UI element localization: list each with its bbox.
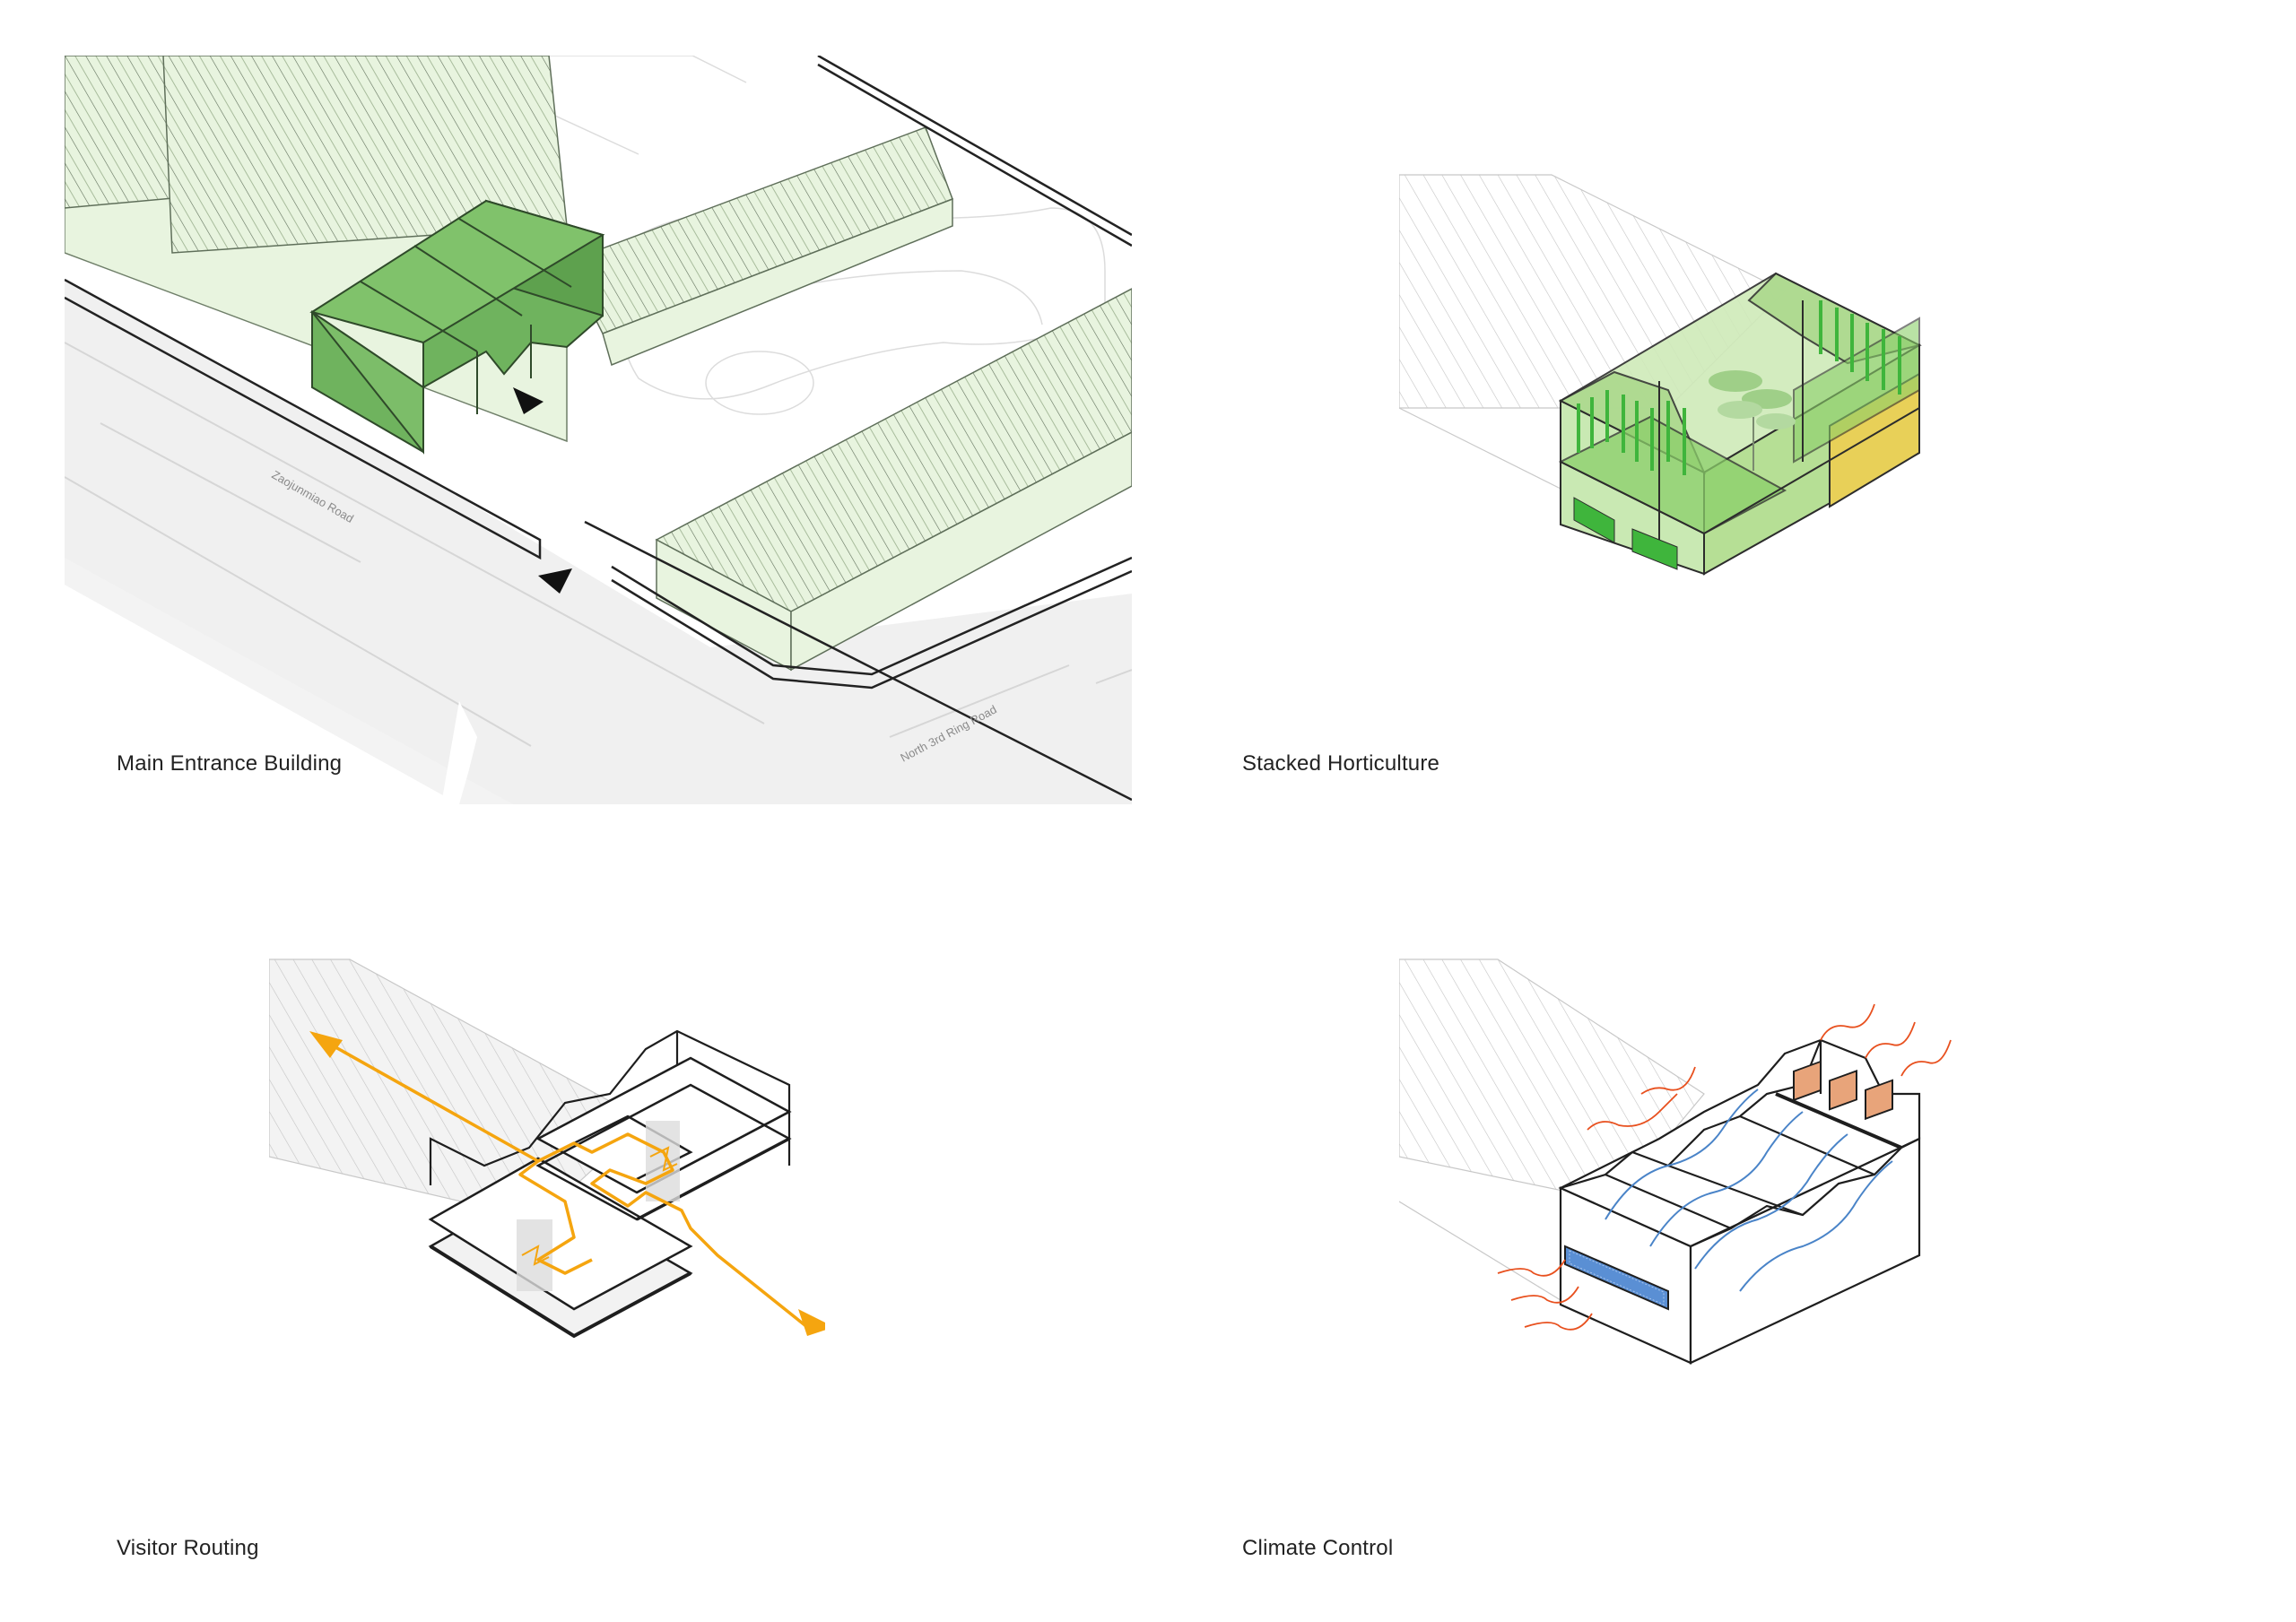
panel-stacked-horticulture <box>1399 166 1937 587</box>
panel-main-entrance: Zaojunmiao Road North 3rd Ring Road <box>65 56 1132 804</box>
entry-arrow-upper <box>513 387 544 414</box>
horticulture-diagram <box>1399 174 1922 576</box>
tree-icon <box>1709 370 1796 471</box>
panel-climate-control <box>1399 950 1955 1372</box>
heat-arrows <box>1497 1003 1952 1331</box>
site-walls <box>65 56 1132 802</box>
plant-rows <box>1577 300 1901 475</box>
climate-control-diagram <box>1399 958 1952 1365</box>
visitor-routing-diagram <box>269 958 825 1339</box>
visitor-building[interactable] <box>429 1029 791 1185</box>
planter-base-right <box>1631 528 1678 570</box>
entry-arrow-lower <box>538 568 572 594</box>
stair-core-right <box>646 1121 680 1201</box>
caption-main-entrance: Main Entrance Building <box>117 751 343 776</box>
exhaust-fan-icon <box>1793 1060 1893 1121</box>
caption-climate-control: Climate Control <box>1242 1536 1394 1560</box>
route-arrow-end <box>798 1309 825 1336</box>
planter-base-left <box>1573 497 1615 543</box>
cooling-pad <box>1564 1245 1669 1311</box>
road-lanes <box>65 342 1132 747</box>
site-plan-diagram: Zaojunmiao Road North 3rd Ring Road <box>65 56 1132 804</box>
main-entrance-building[interactable] <box>309 199 605 455</box>
route-arrow-start <box>309 1031 343 1058</box>
caption-stacked-horticulture: Stacked Horticulture <box>1242 751 1440 776</box>
caption-visitor-routing: Visitor Routing <box>117 1536 259 1560</box>
airflow-arrows <box>1605 1089 1893 1292</box>
visitor-route-path <box>322 1038 809 1329</box>
panel-visitor-routing <box>269 950 825 1363</box>
